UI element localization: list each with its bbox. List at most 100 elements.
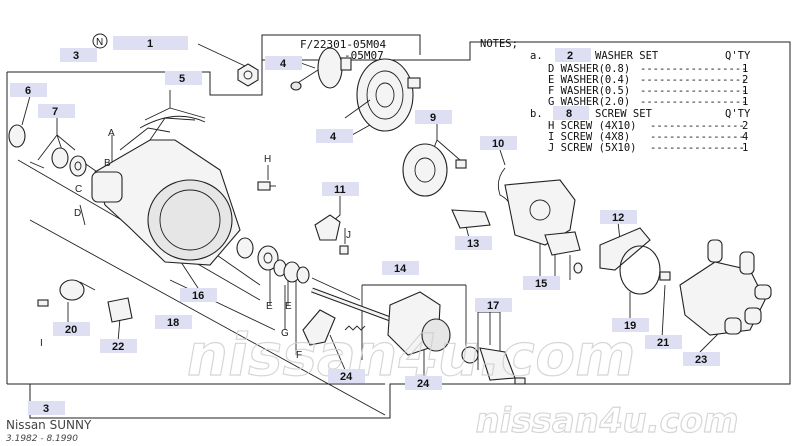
callout-12: 12 [600, 210, 637, 224]
notes-a-row-1-item: E WASHER(0.4) [548, 74, 630, 86]
notes-title: NOTES; [480, 38, 518, 50]
letter-f: F [296, 350, 302, 361]
letter-e-1: E [266, 301, 273, 312]
notes-b-row-2-item: J SCREW (5X10) [548, 142, 637, 154]
nut-part-1 [237, 63, 259, 87]
svg-text:20: 20 [65, 324, 77, 336]
notes-a-row-1-dashes: ----------------- [640, 74, 747, 86]
vacuum-controller-upper [290, 47, 352, 91]
callout-19: 19 [612, 318, 649, 332]
part-number-line1: F/22301-05M04 [300, 38, 386, 51]
circled-n-marker: N [92, 33, 108, 49]
svg-text:2: 2 [567, 50, 573, 62]
letter-e-2: E [285, 301, 292, 312]
callout-8: 8 [553, 106, 589, 120]
notes-a-row-3-dashes: ----------------- [640, 96, 747, 108]
shaft-part-14 [311, 287, 451, 356]
svg-text:22: 22 [112, 341, 124, 353]
letter-labels: A B C D H I J E E G F [40, 128, 351, 361]
footer-range: 3.1982 - 8.1990 [6, 434, 78, 444]
callout-1: 1 [113, 36, 188, 50]
notes-a-row-0-item: D WASHER(0.8) [548, 63, 630, 75]
letter-j: J [346, 230, 351, 241]
notes-b-qty-header: Q'TY [725, 108, 751, 120]
callout-6: 6 [10, 83, 47, 97]
distributor-cap-part-23 [679, 239, 772, 336]
washer-stack [236, 237, 310, 284]
svg-text:11: 11 [334, 184, 346, 196]
callout-3-bottom: 3 [28, 401, 65, 415]
distributor-housing [91, 117, 241, 266]
notes-a-row-2-dashes: ----------------- [640, 85, 747, 97]
callout-13: 13 [455, 236, 492, 250]
gasket-part-19 [619, 245, 661, 295]
notes-a-row-3-item: G WASHER(2.0) [548, 96, 630, 108]
notes-b-row-0-dashes: --------------- [650, 120, 745, 132]
notes-b-row-2-dashes: --------------- [650, 142, 745, 154]
notes-b-row-0-qty: 2 [742, 120, 748, 132]
callout-10: 10 [480, 136, 517, 150]
module-part-17 [461, 346, 526, 385]
callout-14: 14 [382, 261, 419, 275]
svg-text:19: 19 [624, 320, 636, 332]
notes-a-row-3-qty: 1 [742, 96, 748, 108]
watermark-bottom: nissan4u.com [472, 401, 742, 441]
breaker-plate-part-9 [402, 143, 467, 197]
pickup-assembly [451, 179, 583, 274]
svg-text:21: 21 [657, 337, 669, 349]
notes-b-row-2-qty: 1 [742, 142, 748, 154]
notes-b-row-0-item: H SCREW (4X10) [548, 120, 637, 132]
notes-b-row-1-dashes: --------------- [650, 131, 745, 143]
part-number-line2: -05M07 [344, 49, 384, 62]
clip-part-5 [139, 115, 206, 129]
svg-text:7: 7 [52, 106, 58, 118]
callout-7: 7 [38, 104, 75, 118]
svg-text:12: 12 [612, 212, 624, 224]
callout-16: 16 [180, 288, 217, 302]
svg-text:16: 16 [192, 290, 204, 302]
screw-part-21 [659, 271, 671, 281]
part-number-box: F/22301-05M04 -05M07 [300, 38, 386, 62]
callout-2: 2 [555, 48, 591, 62]
watermark: nissan4u.com nissan4u.com [181, 321, 743, 442]
callout-3-top: 3 [60, 48, 97, 62]
letter-g: G [281, 328, 289, 339]
svg-text:6: 6 [25, 85, 31, 97]
notes-a-row-1-qty: 2 [742, 74, 748, 86]
callout-11: 11 [322, 182, 359, 196]
svg-text:24: 24 [340, 371, 353, 383]
callout-18: 18 [155, 315, 192, 329]
screw-h [257, 181, 276, 191]
notes-a-row-2-qty: 1 [742, 85, 748, 97]
circled-n-text: N [96, 37, 103, 48]
svg-text:24: 24 [417, 378, 430, 390]
footer: Nissan SUNNY 3.1982 - 8.1990 [6, 418, 92, 444]
svg-text:4: 4 [280, 58, 287, 70]
svg-text:1: 1 [147, 38, 153, 50]
notes-a-heading: WASHER SET [595, 50, 659, 62]
svg-text:3: 3 [43, 403, 49, 415]
callout-20: 20 [53, 322, 90, 336]
letter-b: B [104, 158, 111, 169]
parts-artwork [8, 47, 772, 385]
bracket-part-11 [314, 214, 349, 255]
letter-a: A [108, 128, 115, 139]
callout-21: 21 [645, 335, 682, 349]
letter-c: C [75, 184, 82, 195]
notes-a-qty-header: Q'TY [725, 50, 751, 62]
callout-4-upper: 4 [265, 56, 302, 70]
svg-text:13: 13 [467, 238, 479, 250]
letter-h: H [264, 154, 271, 165]
letter-d: D [74, 208, 81, 219]
svg-text:15: 15 [535, 278, 547, 290]
svg-text:8: 8 [566, 108, 572, 120]
notes-a-row-0-dashes: ----------------- [640, 63, 747, 75]
callout-22: 22 [100, 339, 137, 353]
callout-24-right: 24 [405, 376, 442, 390]
rotor-plate-part-12 [599, 227, 651, 271]
notes-b-row-1-qty: 4 [742, 131, 748, 143]
notes-b-row-1-item: I SCREW (4X8) [548, 131, 630, 143]
svg-text:10: 10 [492, 138, 504, 150]
